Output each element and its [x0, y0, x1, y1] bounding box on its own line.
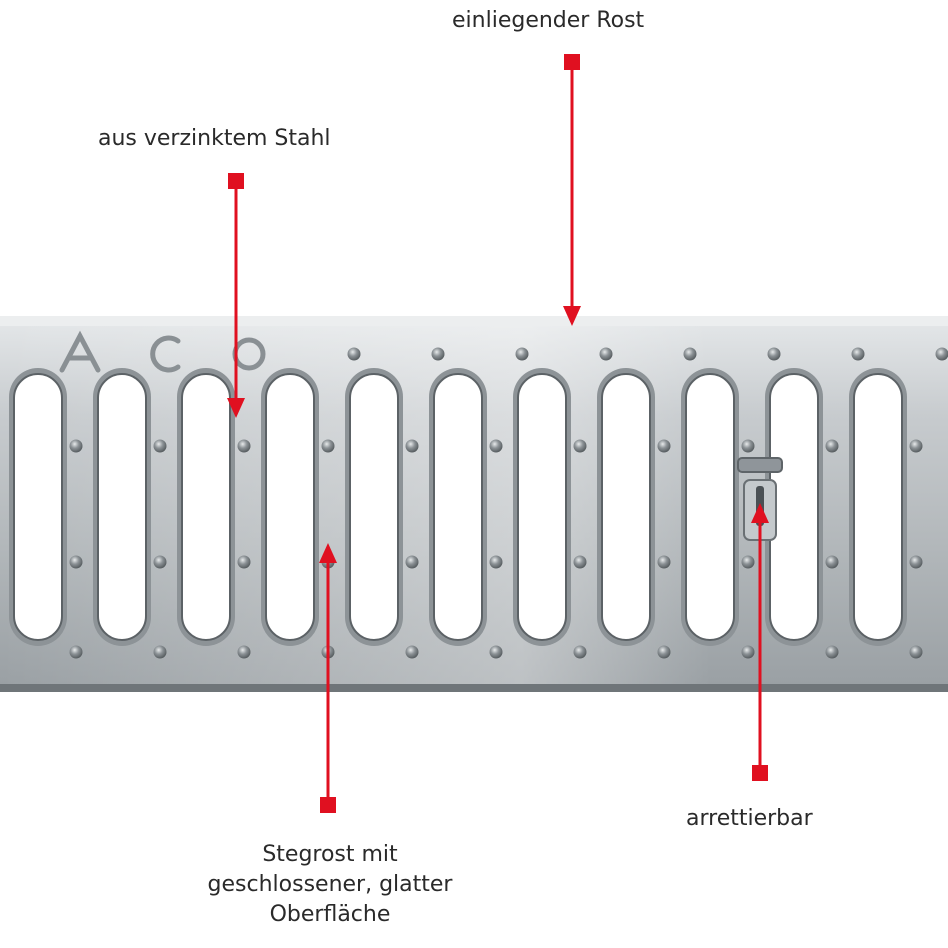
- rivet: [825, 439, 839, 453]
- rivet: [431, 347, 445, 361]
- rivet: [573, 555, 587, 569]
- marker-rost: [563, 54, 581, 326]
- rivet: [573, 645, 587, 659]
- rivet: [405, 645, 419, 659]
- rivet: [909, 645, 923, 659]
- grate-bottom-edge: [0, 684, 948, 692]
- label-stegrost-line-1: Stegrost mit: [262, 842, 398, 867]
- rivet: [153, 439, 167, 453]
- slot-opening: [769, 373, 819, 641]
- rivet: [405, 555, 419, 569]
- rivet: [767, 347, 781, 361]
- rivet: [573, 439, 587, 453]
- slot-opening: [13, 373, 63, 641]
- rivet: [657, 555, 671, 569]
- steel-grate: [0, 316, 948, 692]
- rivet: [69, 439, 83, 453]
- rivet: [321, 439, 335, 453]
- slot-opening: [685, 373, 735, 641]
- label-einliegender-rost: einliegender Rost: [452, 8, 645, 33]
- rivet: [909, 555, 923, 569]
- marker-arretierbar: [751, 503, 769, 781]
- clip-bar: [737, 457, 783, 473]
- slot-opening: [349, 373, 399, 641]
- rivet: [69, 555, 83, 569]
- rivet: [741, 439, 755, 453]
- rivet: [405, 439, 419, 453]
- slot-opening: [433, 373, 483, 641]
- rivet: [153, 645, 167, 659]
- label-stegrost-line-3: Oberfläche: [269, 902, 391, 927]
- rivet: [825, 645, 839, 659]
- logo-letter-a: [59, 330, 101, 373]
- rivet: [237, 645, 251, 659]
- rivet: [237, 555, 251, 569]
- rivet: [489, 439, 503, 453]
- rivet: [489, 645, 503, 659]
- rivet: [741, 555, 755, 569]
- label-stegrost-line-2: geschlossener, glatter: [207, 872, 453, 897]
- rivet: [657, 439, 671, 453]
- slot-opening: [601, 373, 651, 641]
- slot-opening: [181, 373, 231, 641]
- label-verzinkter-stahl: aus verzinktem Stahl: [98, 126, 331, 151]
- rivet: [515, 347, 529, 361]
- slot-opening: [517, 373, 567, 641]
- label-stegrost: Stegrost mit geschlossener, glatter Ober…: [180, 840, 480, 930]
- slot-opening: [853, 373, 903, 641]
- rivet: [347, 347, 361, 361]
- grate-rivets: [69, 347, 948, 659]
- marker-stahl: [227, 173, 245, 418]
- rivet: [599, 347, 613, 361]
- annotation-markers: [227, 54, 769, 813]
- logo-letter-c: [150, 335, 181, 373]
- rivet: [935, 347, 948, 361]
- rivet: [825, 555, 839, 569]
- rivet: [489, 555, 503, 569]
- rivet: [69, 645, 83, 659]
- rivet: [237, 439, 251, 453]
- rivet: [683, 347, 697, 361]
- slot-opening: [265, 373, 315, 641]
- rivet: [153, 555, 167, 569]
- label-arretierbar: arrettierbar: [686, 806, 813, 831]
- rivet: [741, 645, 755, 659]
- rivet: [657, 645, 671, 659]
- slot-opening: [97, 373, 147, 641]
- grate-slots: [9, 368, 907, 646]
- rivet: [851, 347, 865, 361]
- marker-stegrost: [319, 543, 337, 813]
- rivet: [909, 439, 923, 453]
